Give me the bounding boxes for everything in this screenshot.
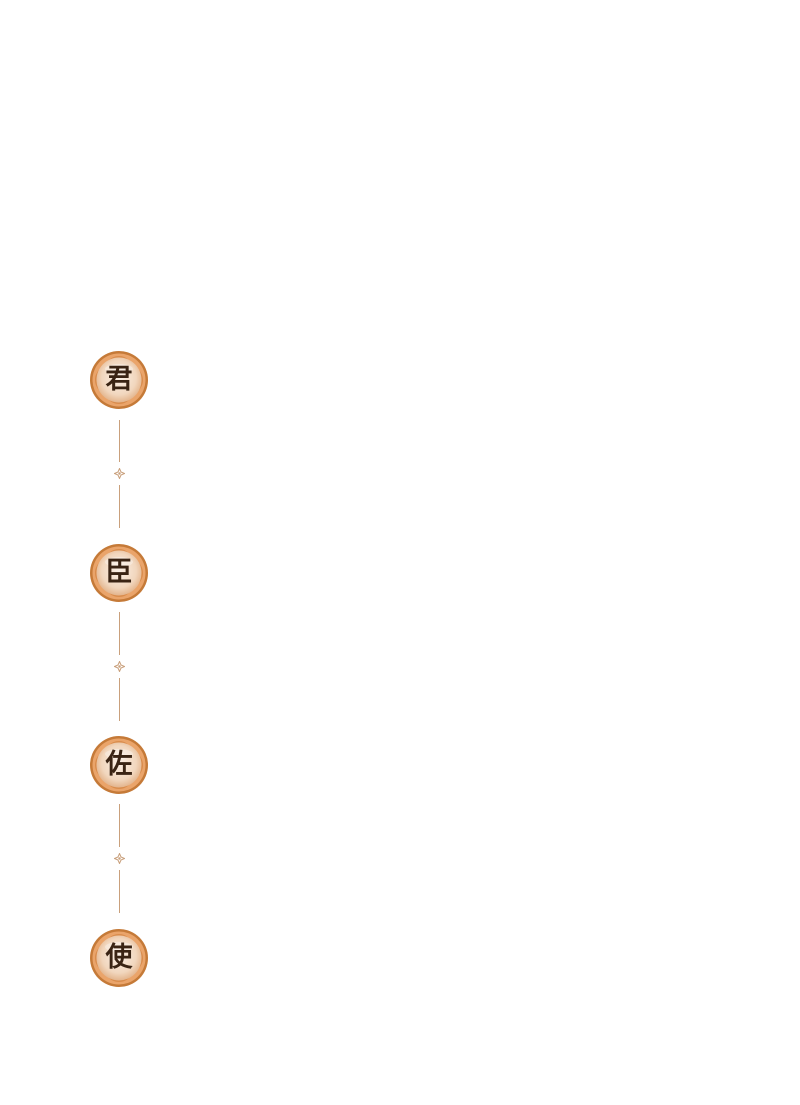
flower-badge-icon	[90, 544, 148, 602]
node-label: 使	[105, 942, 133, 973]
timeline-node-zuo: 佐	[89, 735, 149, 795]
flower-badge-icon	[90, 351, 148, 409]
connector-line	[119, 870, 120, 913]
four-petal-diamond-icon	[114, 468, 125, 479]
timeline-node-shi: 使	[89, 928, 149, 988]
connector-line	[119, 804, 120, 847]
node-label: 臣	[105, 557, 133, 588]
flower-badge-icon	[90, 929, 148, 987]
node-label: 君	[105, 364, 133, 395]
timeline-node-jun: 君	[89, 350, 149, 410]
four-petal-diamond-icon	[114, 853, 125, 864]
connector-line	[119, 612, 120, 655]
connector-line	[119, 485, 120, 528]
timeline-node-chen: 臣	[89, 543, 149, 603]
four-petal-diamond-icon	[114, 661, 125, 672]
flower-badge-icon	[90, 736, 148, 794]
connector-line	[119, 420, 120, 462]
node-label: 佐	[105, 749, 133, 780]
connector-line	[119, 678, 120, 721]
